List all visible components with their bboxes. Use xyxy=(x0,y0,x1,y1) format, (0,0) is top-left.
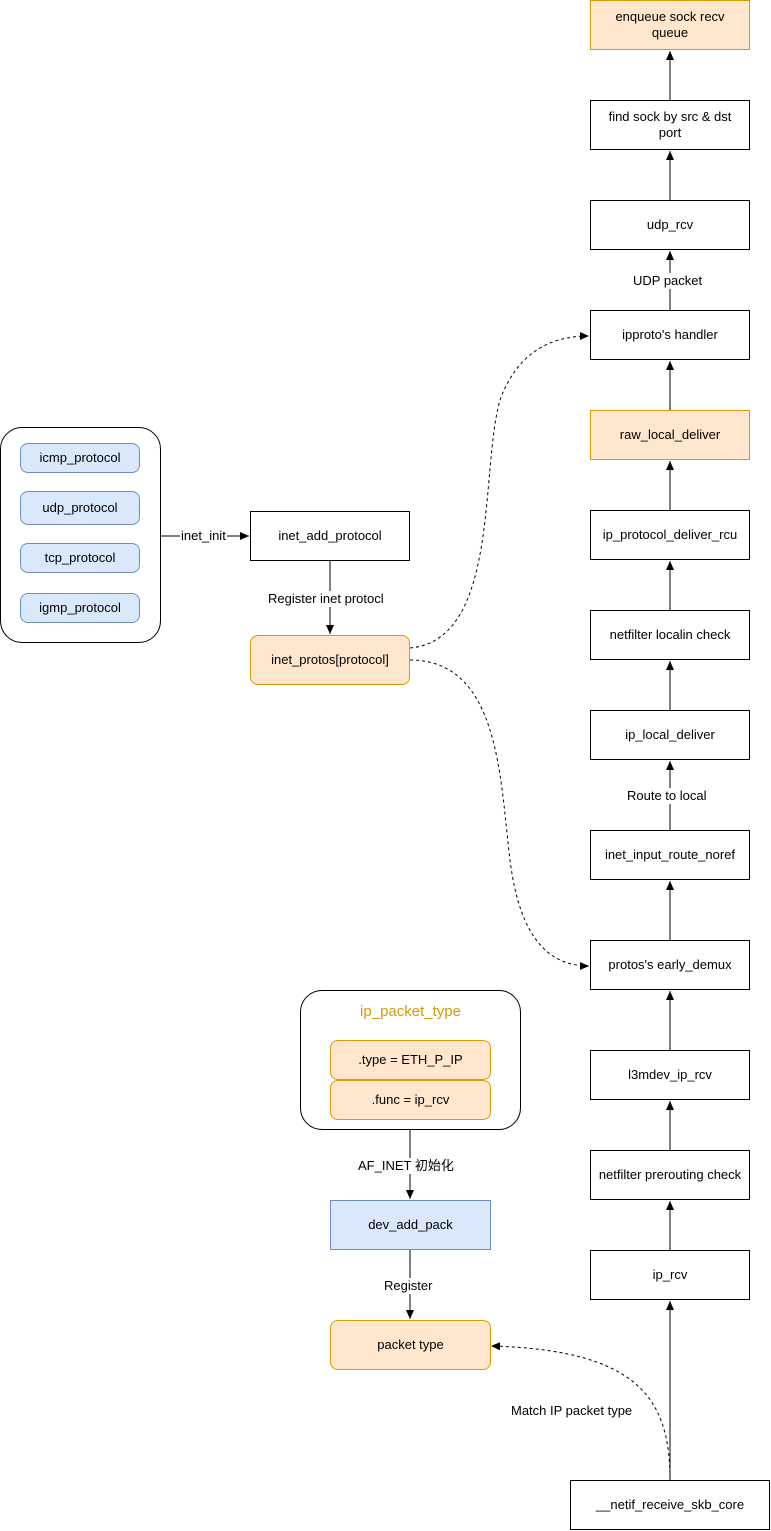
ip-protocol-deliver-rcu-node: ip_protocol_deliver_rcu xyxy=(590,510,750,560)
edge-inetprotos-to-handler xyxy=(409,332,590,649)
enqueue-node: enqueue sock recv queue xyxy=(590,0,750,50)
ip-protocol-deliver-rcu-label: ip_protocol_deliver_rcu xyxy=(602,527,738,542)
match-ip-packet-type-edge-label: Match IP packet type xyxy=(510,1403,634,1419)
enqueue-label: enqueue sock recv queue xyxy=(615,9,725,40)
icmp-protocol-node: icmp_protocol xyxy=(20,443,140,473)
l3mdev-ip-rcv-node: l3mdev_ip_rcv xyxy=(590,1050,750,1100)
raw-local-deliver-node: raw_local_deliver xyxy=(590,410,750,460)
udp-protocol-label: udp_protocol xyxy=(42,500,118,515)
route-to-local-edge-label: Route to local xyxy=(626,788,708,804)
edge-netif-to-packettype xyxy=(490,1342,671,1481)
ip-local-deliver-node: ip_local_deliver xyxy=(590,710,750,760)
icmp-protocol-label: icmp_protocol xyxy=(39,450,121,465)
dev-add-pack-label: dev_add_pack xyxy=(368,1217,453,1232)
ip-rcv-node: ip_rcv xyxy=(590,1250,750,1300)
igmp-protocol-label: igmp_protocol xyxy=(39,600,121,615)
tcp-protocol-label: tcp_protocol xyxy=(44,550,116,565)
ip-packet-type-title: ip_packet_type xyxy=(360,1003,461,1020)
register-inet-protocl-edge-label: Register inet protocl xyxy=(267,591,385,607)
udp-rcv-node: udp_rcv xyxy=(590,200,750,250)
ip-local-deliver-label: ip_local_deliver xyxy=(625,727,715,742)
udp-packet-edge-label: UDP packet xyxy=(632,273,704,289)
protos-early-demux-node: protos's early_demux xyxy=(590,940,750,990)
dev-add-pack-node: dev_add_pack xyxy=(330,1200,491,1250)
func-field-label: .func = ip_rcv xyxy=(371,1092,450,1107)
edge-inetprotos-to-earlydemux xyxy=(409,659,590,970)
ipproto-handler-node: ipproto's handler xyxy=(590,310,750,360)
find-sock-label: find sock by src & dst port xyxy=(608,109,732,140)
register-edge-label: Register xyxy=(383,1278,434,1294)
netfilter-localin-label: netfilter localin check xyxy=(609,627,731,642)
inet-input-route-noref-label: inet_input_route_noref xyxy=(604,847,736,862)
func-field-node: .func = ip_rcv xyxy=(330,1080,491,1120)
type-field-label: .type = ETH_P_IP xyxy=(358,1052,463,1067)
l3mdev-ip-rcv-label: l3mdev_ip_rcv xyxy=(628,1067,712,1082)
ipproto-handler-label: ipproto's handler xyxy=(622,327,718,342)
inet-add-protocol-node: inet_add_protocol xyxy=(250,511,410,561)
udp-rcv-label: udp_rcv xyxy=(646,217,694,232)
inet-init-edge-label: inet_init xyxy=(180,528,227,544)
packet-type-label: packet type xyxy=(377,1337,444,1352)
igmp-protocol-node: igmp_protocol xyxy=(20,593,140,623)
netif-receive-skb-core-node: __netif_receive_skb_core xyxy=(570,1480,770,1530)
inet-add-protocol-label: inet_add_protocol xyxy=(278,528,382,543)
inet-input-route-noref-node: inet_input_route_noref xyxy=(590,830,750,880)
netfilter-localin-node: netfilter localin check xyxy=(590,610,750,660)
udp-protocol-node: udp_protocol xyxy=(20,491,140,525)
af-inet-init-edge-label: AF_INET 初始化 xyxy=(357,1158,455,1174)
packet-type-node: packet type xyxy=(330,1320,491,1370)
find-sock-node: find sock by src & dst port xyxy=(590,100,750,150)
type-field-node: .type = ETH_P_IP xyxy=(330,1040,491,1080)
inet-protos-node: inet_protos[protocol] xyxy=(250,635,410,685)
raw-local-deliver-label: raw_local_deliver xyxy=(619,427,721,442)
inet-protos-label: inet_protos[protocol] xyxy=(271,652,389,667)
netif-receive-skb-core-label: __netif_receive_skb_core xyxy=(595,1497,745,1512)
netfilter-prerouting-node: netfilter prerouting check xyxy=(590,1150,750,1200)
netfilter-prerouting-label: netfilter prerouting check xyxy=(598,1167,742,1182)
protos-early-demux-label: protos's early_demux xyxy=(608,957,732,972)
tcp-protocol-node: tcp_protocol xyxy=(20,543,140,573)
ip-rcv-label: ip_rcv xyxy=(652,1267,688,1282)
